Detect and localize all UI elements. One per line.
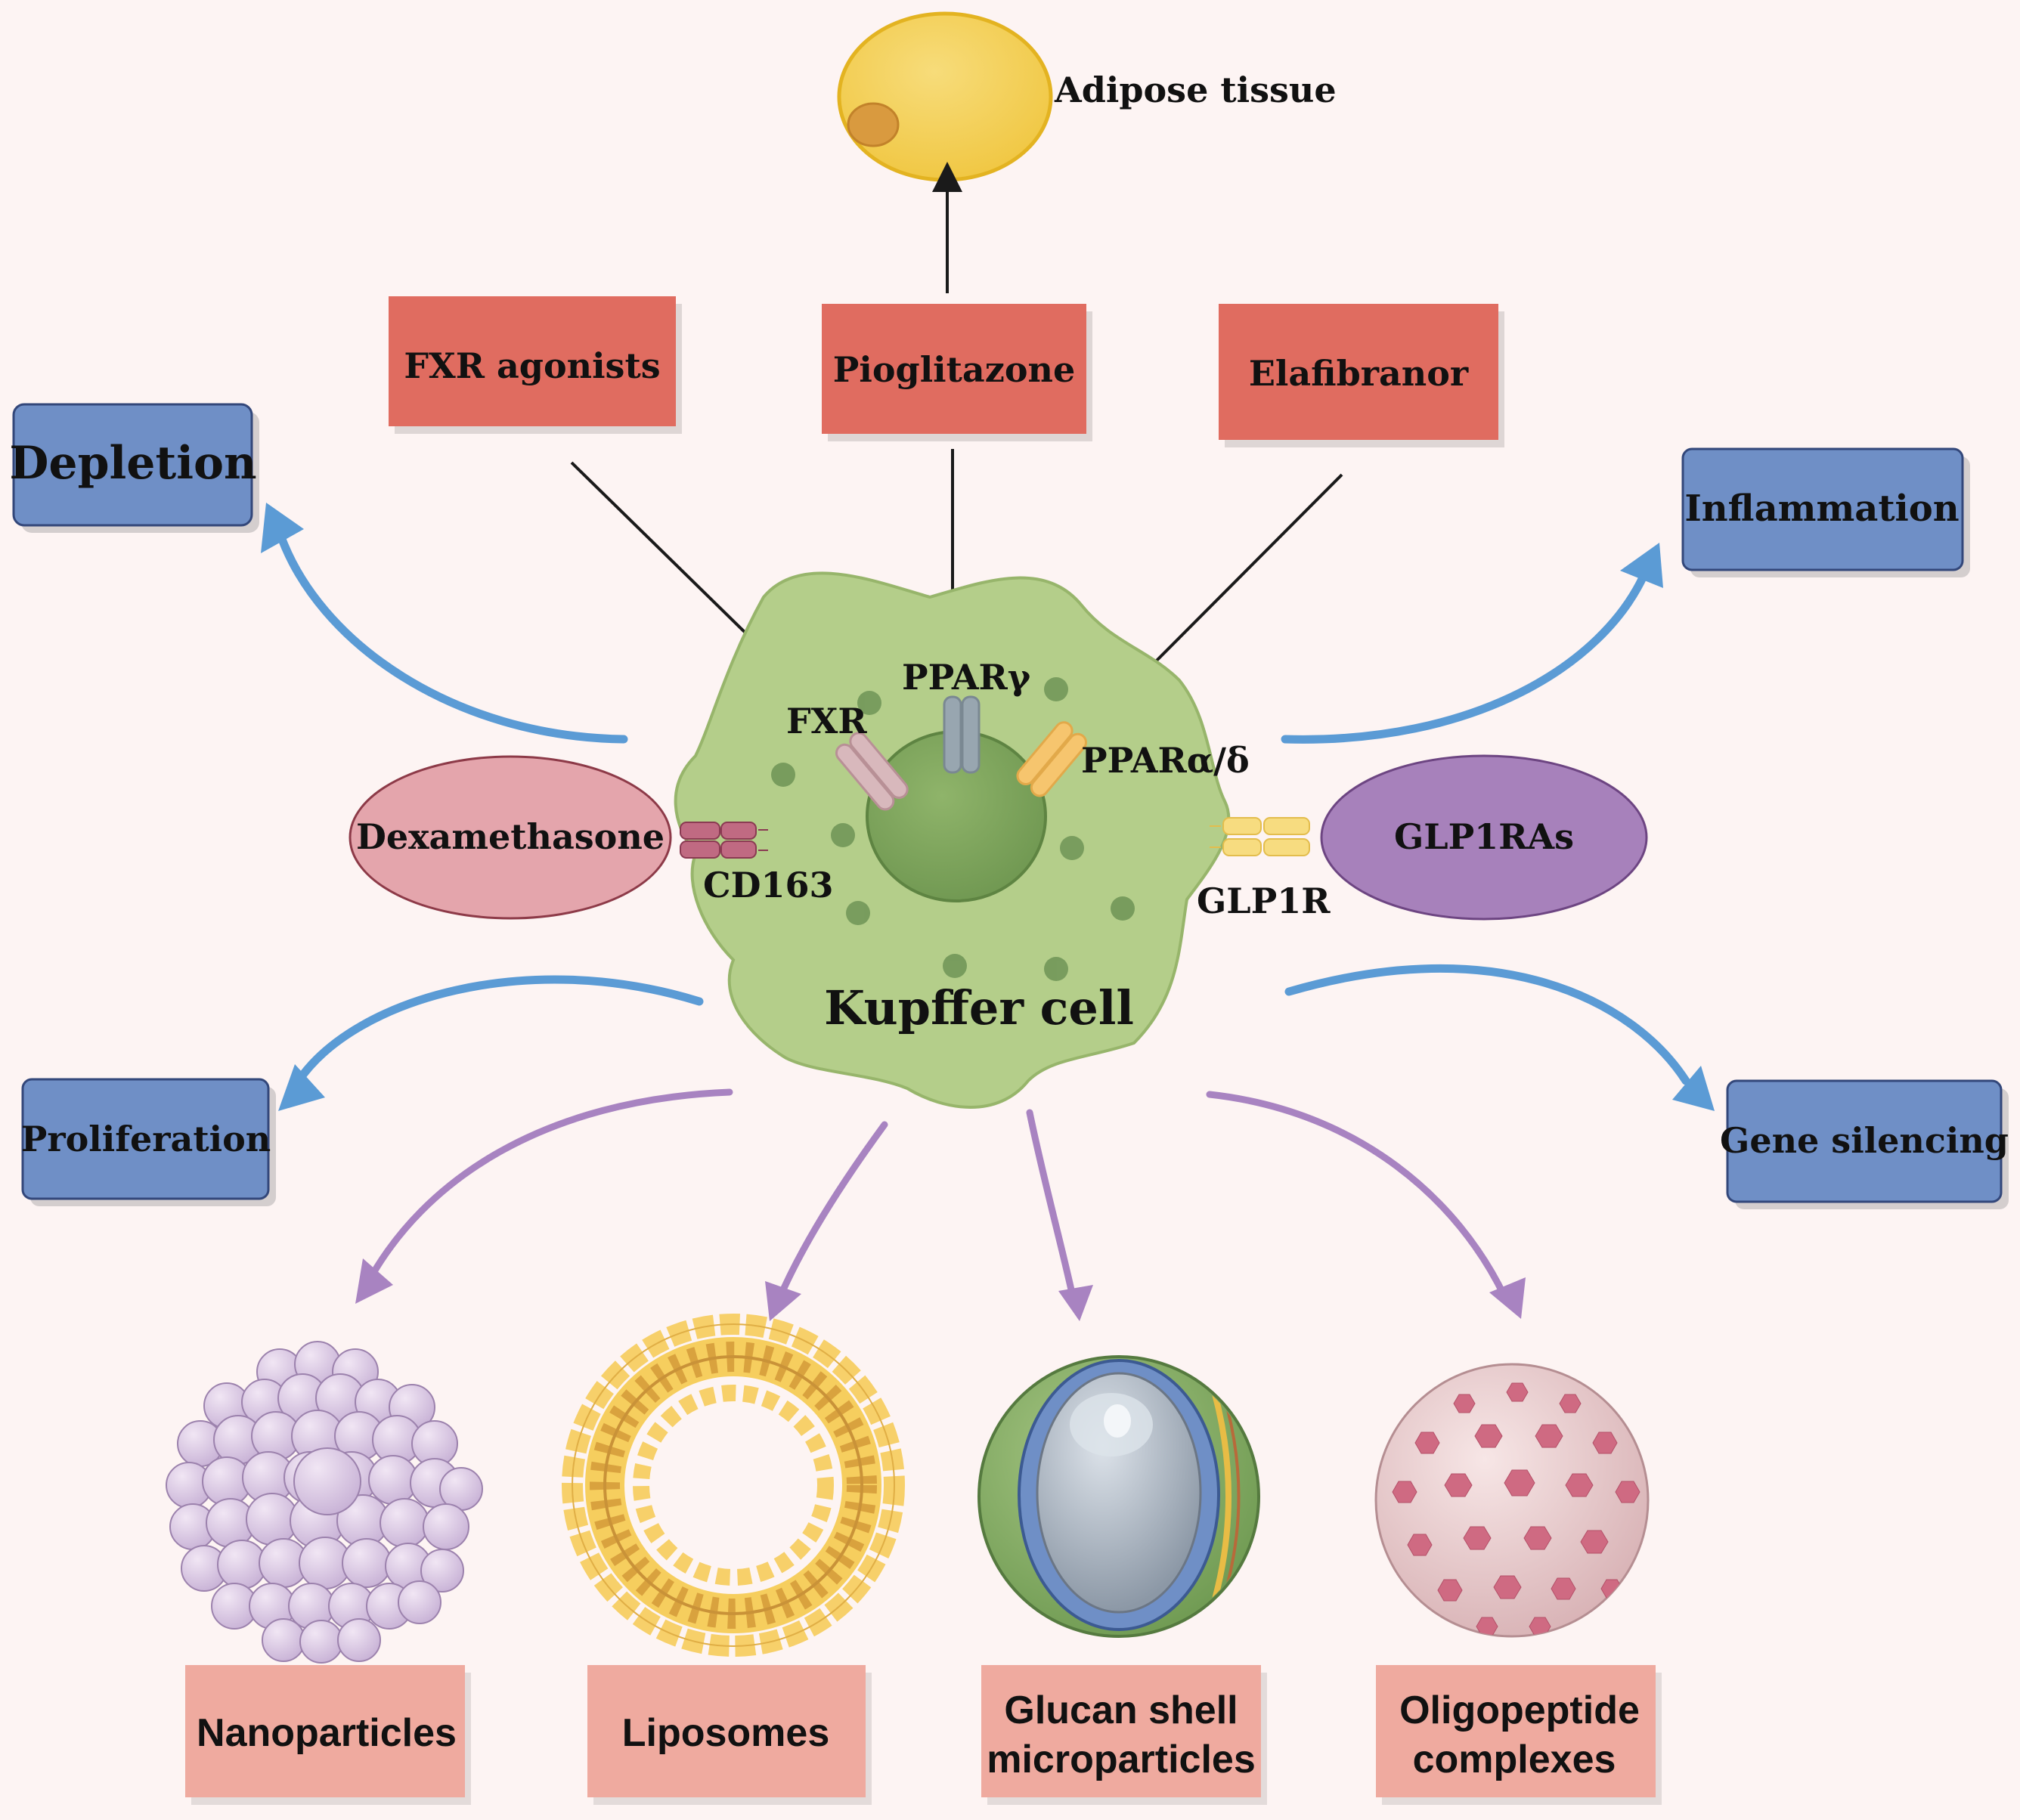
- glucan-shell-illustration: [977, 1355, 1260, 1638]
- depletion-arrow: [261, 503, 628, 744]
- fxr-agonists-label: FXR agonists: [404, 345, 660, 386]
- adipose-tissue-label: Adipose tissue: [1054, 70, 1337, 110]
- nanoparticles-label: Nanoparticles: [197, 1711, 457, 1755]
- fxr-label: FXR: [786, 701, 867, 741]
- cd163-label: CD163: [703, 865, 834, 905]
- proliferation-box: Proliferation: [21, 1078, 276, 1206]
- inflammation-arrow: [1281, 543, 1663, 744]
- glp1r-receptor: [1210, 817, 1310, 856]
- fxr-agonists-box: FXR agonists: [389, 296, 682, 434]
- glp1r-label: GLP1R: [1197, 881, 1331, 921]
- gene-silencing-box: Gene silencing: [1720, 1079, 2009, 1209]
- elafibranor-box: Elafibranor: [1219, 304, 1504, 447]
- depletion-label: Depletion: [9, 437, 256, 490]
- gene-silencing-label: Gene silencing: [1720, 1120, 2009, 1161]
- oligopeptide-label-line1: Oligopeptide: [1399, 1688, 1640, 1732]
- oligopeptide-illustration: [1374, 1363, 1650, 1638]
- liposomes-label: Liposomes: [622, 1711, 830, 1755]
- kupffer-cell-label: Kupffer cell: [824, 980, 1134, 1035]
- liposomes-box: Liposomes: [587, 1665, 872, 1805]
- nanoparticles-illustration: [166, 1341, 483, 1664]
- elafibranor-label: Elafibranor: [1249, 353, 1469, 394]
- glp1ras-label: GLP1RAs: [1394, 816, 1574, 857]
- elafibranor-arrow: [1128, 473, 1343, 689]
- cd163-receptor: [680, 822, 768, 859]
- nanoparticles-arrow: [355, 1088, 733, 1304]
- depletion-box: Depletion: [9, 403, 259, 533]
- glucan-label-line2: microparticles: [987, 1738, 1256, 1781]
- liposomes-arrow: [765, 1121, 888, 1321]
- adipose-tissue-cell: [837, 11, 1053, 182]
- nanoparticles-box: Nanoparticles: [185, 1665, 471, 1805]
- glucan-arrow: [1026, 1109, 1093, 1321]
- ppar-gamma-receptor: [943, 695, 981, 774]
- cell-granules: [771, 677, 1135, 981]
- inflammation-box: Inflammation: [1681, 447, 1970, 577]
- glucan-box: Glucan shell microparticles: [981, 1665, 1267, 1805]
- dexamethasone-label: Dexamethasone: [356, 816, 665, 857]
- liposome-illustration: [562, 1314, 905, 1657]
- fxr-receptor: [835, 732, 909, 811]
- pioglitazone-box: Pioglitazone: [822, 304, 1092, 441]
- ppar-alpha-delta-receptor: [1016, 721, 1087, 797]
- proliferation-arrow: [278, 975, 704, 1111]
- glucan-label-line1: Glucan shell: [1004, 1688, 1238, 1732]
- ppar-alpha-delta-label: PPARα/δ: [1081, 740, 1250, 781]
- oligopeptide-arrow: [1206, 1091, 1526, 1319]
- pioglitazone-label: Pioglitazone: [833, 349, 1075, 390]
- dexamethasone-ellipse: Dexamethasone: [349, 755, 672, 920]
- gene-silencing-arrow: [1284, 964, 1715, 1111]
- oligopeptide-box: Oligopeptide complexes: [1376, 1665, 1662, 1805]
- inflammation-label: Inflammation: [1684, 488, 1959, 530]
- ppar-gamma-label: PPARγ: [902, 657, 1031, 698]
- oligopeptide-label-line2: complexes: [1413, 1738, 1616, 1781]
- proliferation-label: Proliferation: [21, 1119, 271, 1159]
- glp1ras-ellipse: GLP1RAs: [1320, 754, 1648, 921]
